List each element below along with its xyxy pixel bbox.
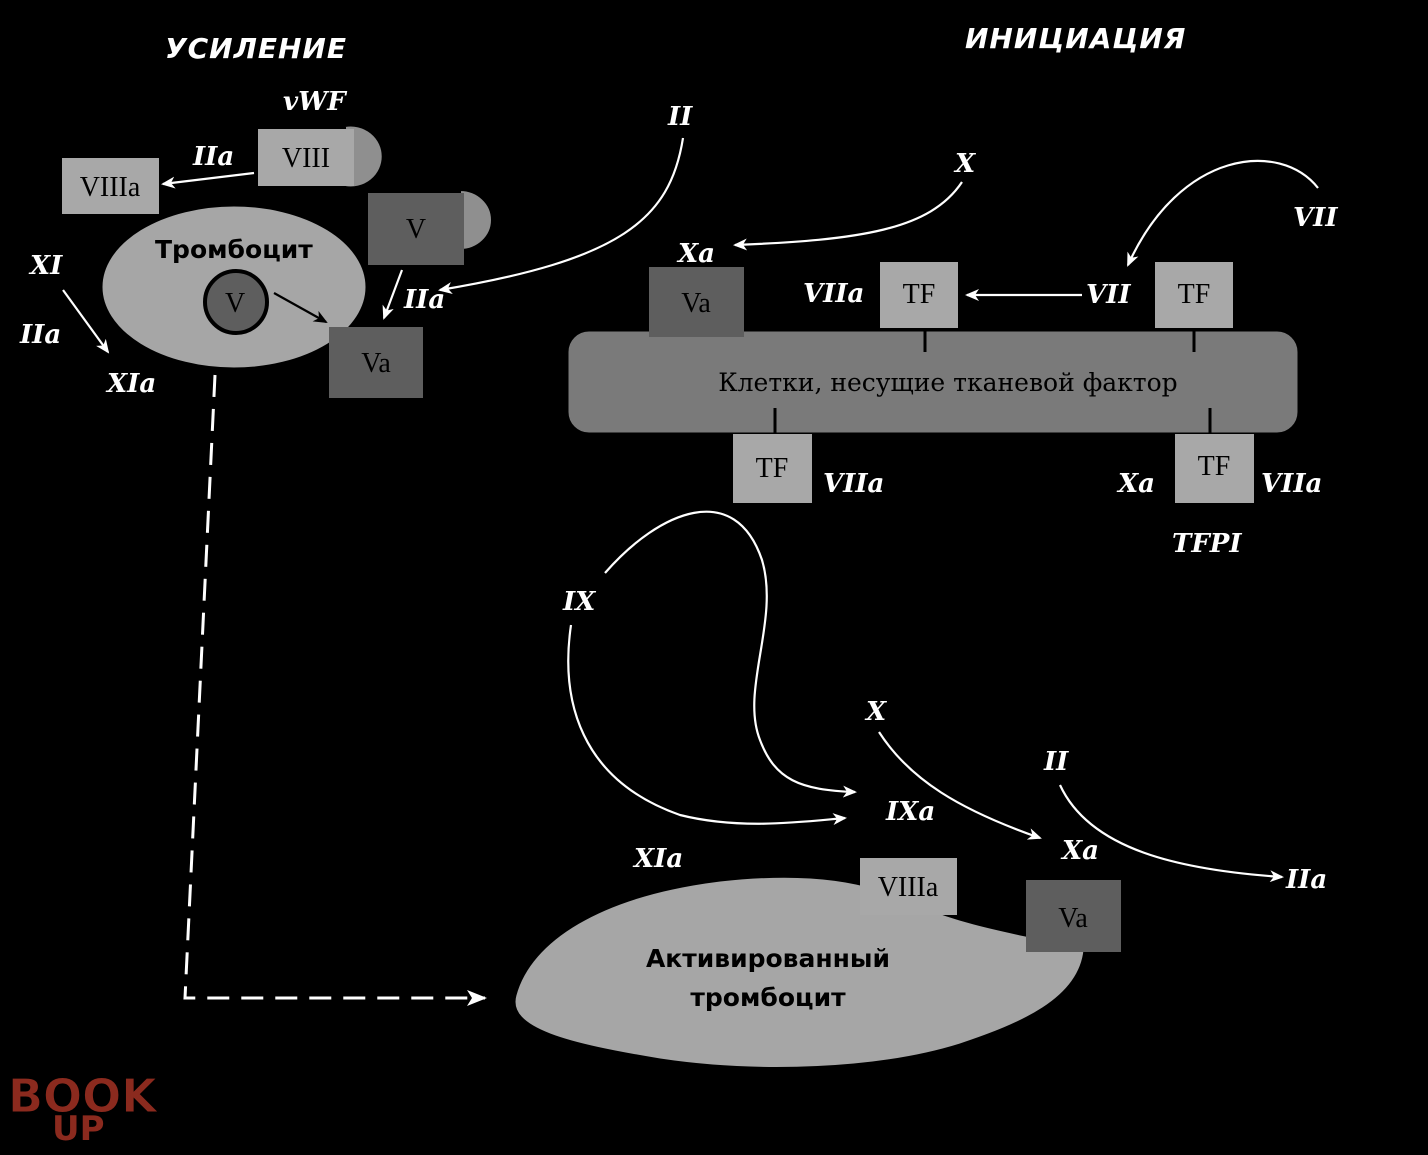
arrow-xi-to-xia xyxy=(62,289,110,354)
header-initiation: ИНИЦИАЦИЯ xyxy=(965,22,1186,55)
arrow-ix-loop xyxy=(604,510,857,798)
box-tf-1-label: TF xyxy=(903,279,936,310)
label-x-top: X xyxy=(953,149,977,179)
label-xia-bottom: XIa xyxy=(632,844,683,874)
arrow-ii-to-iia-bottom xyxy=(1059,784,1284,883)
box-va-mid xyxy=(649,267,744,337)
activated-platelet-line2: тромбоцит xyxy=(690,983,846,1012)
box-tf-3-label: TF xyxy=(756,453,789,484)
box-tf-1 xyxy=(880,262,958,328)
box-viiia-top-label: VIIIa xyxy=(80,172,141,203)
box-va-left-label: Va xyxy=(361,348,391,379)
label-iia-top: IIa xyxy=(192,142,234,172)
label-ii-bottom: II xyxy=(1043,747,1069,777)
arrow-viii-to-viiia xyxy=(161,171,255,189)
platelet-label: Тромбоцит xyxy=(155,235,313,264)
box-va-left xyxy=(329,327,423,398)
logo-bottom: UP xyxy=(52,1109,105,1149)
box-v-top-label: V xyxy=(406,214,426,245)
vwf-cap xyxy=(344,124,384,189)
label-viia-2: VIIa xyxy=(823,469,884,499)
box-viiia-bottom-label: VIIIa xyxy=(878,872,939,903)
box-v-top xyxy=(368,193,464,265)
platelet-granule-label: V xyxy=(225,288,245,319)
box-viiia-top xyxy=(62,158,159,214)
header-amplification: УСИЛЕНИЕ xyxy=(165,32,347,65)
v-cap xyxy=(459,188,493,252)
tissue-factor-cell-bar xyxy=(565,328,1301,436)
label-tfpi: TFPI xyxy=(1172,529,1242,559)
label-vii-right: VII xyxy=(1293,203,1338,233)
label-iia-bottom: IIa xyxy=(1285,865,1327,895)
label-ix: IX xyxy=(562,587,597,617)
label-xia-left: XIa xyxy=(105,369,156,399)
box-va-bottom xyxy=(1026,880,1121,952)
arrow-x-to-xa xyxy=(733,181,963,251)
box-tf-4 xyxy=(1175,434,1254,503)
box-tf-2-label: TF xyxy=(1178,279,1211,310)
label-iia-mid: IIa xyxy=(403,285,445,315)
box-tf-2 xyxy=(1155,262,1233,328)
label-iia-left: IIa xyxy=(19,320,61,350)
box-va-mid-label: Va xyxy=(681,288,711,319)
label-vwf: vWF xyxy=(283,87,347,117)
box-viiia-bottom xyxy=(860,858,957,915)
label-ii-top: II xyxy=(667,102,693,132)
activated-platelet-line1: Активированный xyxy=(646,944,890,973)
label-xa-bottom-right: Xa xyxy=(1116,469,1155,499)
arrow-vii-curve xyxy=(1126,159,1319,267)
box-va-bottom-label: Va xyxy=(1058,903,1088,934)
arrow-v-to-va xyxy=(273,292,328,323)
label-vii-mid: VII xyxy=(1086,280,1131,310)
box-tf-3 xyxy=(733,434,812,503)
label-ixa: IXa xyxy=(885,797,935,827)
platelet-granule xyxy=(203,269,269,335)
logo-top: BOOK xyxy=(8,1069,159,1123)
label-viia-1: VIIa xyxy=(803,279,864,309)
cell-bar-label: Клетки, несущие тканевой фактор xyxy=(718,368,1177,397)
box-viii-label: VIII xyxy=(282,143,330,174)
dashed-arrow-activation xyxy=(183,374,487,1006)
box-viii xyxy=(258,129,354,186)
arrow-ix-to-ixa xyxy=(567,624,847,826)
bookup-logo: BOOK UP xyxy=(8,1069,160,1150)
label-xi: XI xyxy=(28,251,63,281)
box-tf-4-label: TF xyxy=(1198,451,1231,482)
label-viia-3: VIIa xyxy=(1261,469,1322,499)
arrow-x-to-xa-bottom xyxy=(878,731,1042,840)
arrow-ii-to-iia xyxy=(438,137,685,294)
label-x-bottom: X xyxy=(864,697,888,727)
label-xa-bottom: Xa xyxy=(1060,836,1099,866)
label-xa-top: Xa xyxy=(676,239,715,269)
arrow-iia-mid xyxy=(382,269,404,320)
